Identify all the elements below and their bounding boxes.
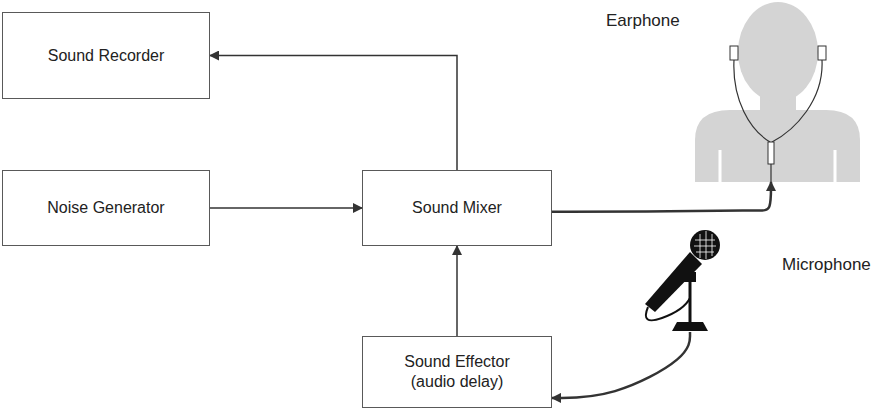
- person-body: [695, 110, 860, 182]
- figure-label: Microphone: [782, 254, 871, 275]
- box-label: Sound Effector (audio delay): [392, 352, 522, 392]
- connector-arrow: [210, 207, 362, 209]
- earbud: [730, 46, 738, 60]
- connector-arrow: [552, 182, 771, 212]
- microphone-figure: [645, 230, 720, 331]
- connector-arrow: [210, 56, 457, 171]
- earbud: [818, 46, 826, 60]
- microphone-figure: Microphone: [640, 228, 740, 332]
- connector-arrow: [456, 246, 458, 336]
- process-box: Sound Mixer: [362, 170, 552, 246]
- microphone-head: [690, 230, 720, 260]
- microphone-base: [672, 322, 708, 331]
- earphone-jack: [768, 142, 774, 164]
- person-arm-line: [720, 150, 835, 182]
- earphone-figure: Earphone: [690, 0, 865, 182]
- process-box: Noise Generator: [2, 170, 210, 246]
- microphone-stand: [689, 280, 692, 323]
- earphone-wire: [770, 164, 771, 182]
- earphone-wire: [734, 60, 822, 142]
- process-box: Sound Recorder: [2, 12, 210, 99]
- figure-label: Earphone: [606, 10, 680, 31]
- person-figure: [695, 2, 860, 182]
- box-label: Noise Generator: [47, 198, 164, 218]
- person-head: [738, 2, 818, 102]
- process-box: Sound Effector (audio delay): [362, 336, 552, 408]
- connector-arrow: [552, 332, 690, 398]
- box-label: Sound Recorder: [48, 46, 165, 66]
- box-label: Sound Mixer: [412, 198, 502, 218]
- microphone-grille: [694, 231, 716, 259]
- microphone-handle: [645, 252, 702, 312]
